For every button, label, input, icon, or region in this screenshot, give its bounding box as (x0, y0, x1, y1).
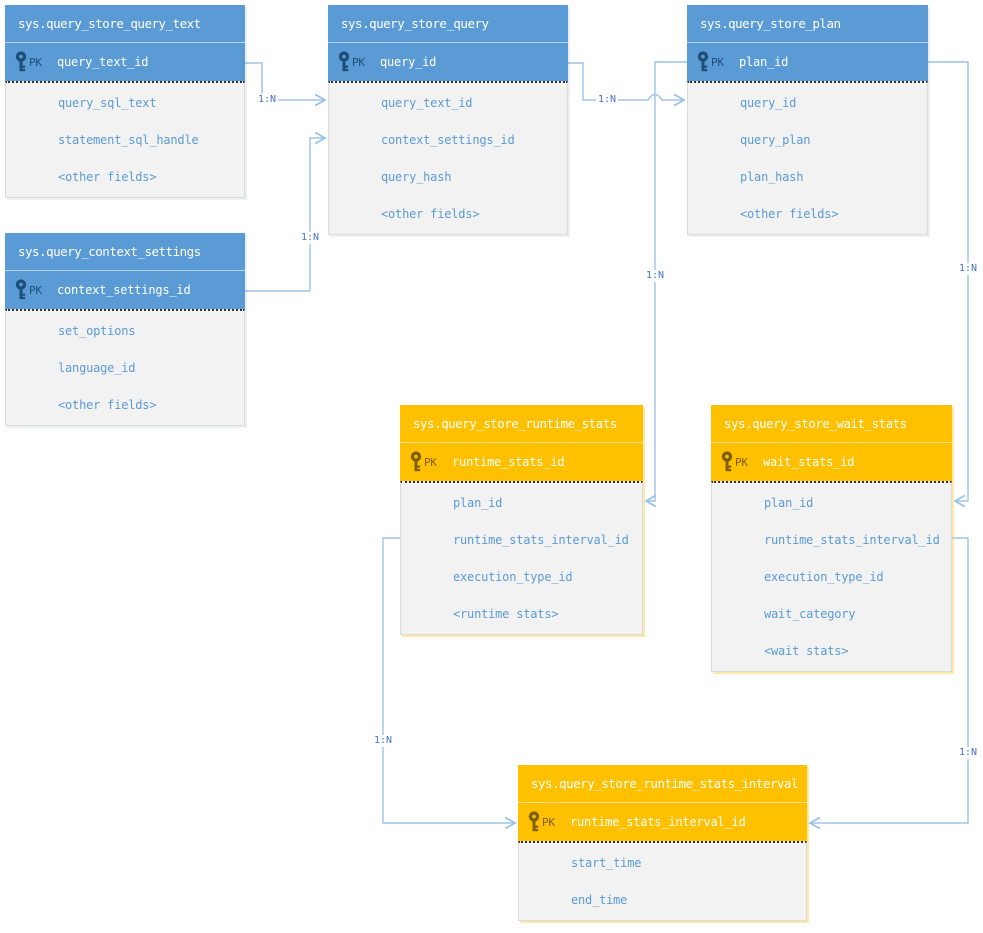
table-fields: query_text_id context_settings_id query_ha… (328, 81, 568, 235)
key-icon (527, 811, 541, 833)
key-icon (14, 279, 28, 301)
field-otherfields: <other fields> (381, 206, 480, 221)
field-runtime-stats-interval-id: runtime_stats_interval_id (764, 532, 940, 547)
pk-field-name: wait_stats_id (763, 455, 855, 469)
cardinality-label-5: 1:N (371, 735, 395, 747)
field-execution-type-id: execution_type_id (764, 569, 884, 584)
primary-key-row: PK context_settings_id (5, 271, 245, 309)
pk-field-name: query_text_id (57, 55, 149, 69)
table-fields: query_sql_text statement_sql_handle <other… (5, 81, 245, 198)
table-query-store-query: sys.query_store_query PK query_id query_… (328, 5, 568, 235)
pk-field-name: query_id (380, 55, 437, 69)
cardinality-label-4: 1:N (956, 263, 980, 275)
primary-key-row: PK runtime_stats_id (400, 443, 643, 481)
table-title: sys.query_context_settings (5, 233, 245, 271)
field-plan-hash: plan_hash (740, 169, 804, 184)
field-query-sql-text: query_sql_text (58, 95, 157, 110)
table-fields: query_id query_plan plan_hash <other fields… (687, 81, 928, 235)
table-title: sys.query_store_query (328, 5, 568, 43)
table-fields: set_options language_id <other fields> (5, 309, 245, 426)
field-wait-category: wait_category (764, 606, 856, 621)
field-otherfields: <other fields> (740, 206, 839, 221)
key-icon (14, 51, 28, 73)
table-fields: plan_id runtime_stats_interval_id executio… (711, 481, 952, 672)
table-fields: plan_id runtime_stats_interval_id executio… (400, 481, 643, 635)
field-query-id: query_id (740, 95, 797, 110)
field-start-time: start_time (571, 855, 642, 870)
field-runtimestats: <runtime stats> (453, 606, 559, 621)
key-icon (696, 51, 710, 73)
pk-field-name: runtime_stats_interval_id (570, 815, 746, 829)
table-query-store-plan: sys.query_store_plan PK plan_id query_id… (687, 5, 928, 235)
field-set-options: set_options (58, 323, 136, 338)
pk-label: PK (29, 283, 42, 297)
field-plan-id: plan_id (453, 495, 503, 510)
table-query-store-runtime-stats-interval: sys.query_store_runtime_stats_interval P… (518, 765, 807, 921)
table-query-context-settings: sys.query_context_settings PK context_se… (5, 233, 245, 426)
field-execution-type-id: execution_type_id (453, 569, 573, 584)
field-end-time: end_time (571, 892, 628, 907)
pk-label: PK (29, 55, 42, 69)
table-fields: start_time end_time (518, 841, 807, 921)
key-icon (337, 51, 351, 73)
table-title: sys.query_store_query_text (5, 5, 245, 43)
field-query-hash: query_hash (381, 169, 452, 184)
pk-field-name: plan_id (739, 55, 789, 69)
primary-key-row: PK wait_stats_id (711, 443, 952, 481)
field-otherfields: <other fields> (58, 397, 157, 412)
table-query-store-wait-stats: sys.query_store_wait_stats PK wait_stats… (711, 405, 952, 672)
table-title: sys.query_store_wait_stats (711, 405, 952, 443)
field-plan-id: plan_id (764, 495, 814, 510)
table-title: sys.query_store_runtime_stats (400, 405, 643, 443)
field-runtime-stats-interval-id: runtime_stats_interval_id (453, 532, 629, 547)
table-title: sys.query_store_plan (687, 5, 928, 43)
field-context-settings-id: context_settings_id (381, 132, 515, 147)
pk-label: PK (542, 815, 555, 829)
table-title: sys.query_store_runtime_stats_interval (518, 765, 807, 803)
primary-key-row: PK runtime_stats_interval_id (518, 803, 807, 841)
pk-label: PK (352, 55, 365, 69)
pk-label: PK (424, 455, 437, 469)
field-query-plan: query_plan (740, 132, 811, 147)
key-icon (720, 451, 734, 473)
cardinality-label-3: 1:N (643, 270, 667, 282)
field-waitstats: <wait stats> (764, 643, 849, 658)
primary-key-row: PK query_text_id (5, 43, 245, 81)
cardinality-label-1: 1:N (298, 232, 322, 244)
table-query-store-runtime-stats: sys.query_store_runtime_stats PK runtime… (400, 405, 643, 635)
pk-label: PK (711, 55, 724, 69)
cardinality-label-2: 1:N (595, 94, 619, 106)
primary-key-row: PK plan_id (687, 43, 928, 81)
pk-field-name: context_settings_id (57, 283, 191, 297)
cardinality-label-0: 1:N (255, 94, 279, 106)
key-icon (409, 451, 423, 473)
field-otherfields: <other fields> (58, 169, 157, 184)
field-statement-sql-handle: statement_sql_handle (58, 132, 199, 147)
field-query-text-id: query_text_id (381, 95, 473, 110)
pk-field-name: runtime_stats_id (452, 455, 565, 469)
connector-query_store_query.query_id-to-query_store_plan.query_id (568, 62, 686, 107)
cardinality-label-6: 1:N (956, 747, 980, 759)
field-language-id: language_id (58, 360, 136, 375)
table-query-store-query-text: sys.query_store_query_text PK query_text… (5, 5, 245, 198)
connector-query_context_settings.context_settings_id-to-query_store_query.context_settings_id (245, 131, 327, 292)
pk-label: PK (735, 455, 748, 469)
primary-key-row: PK query_id (328, 43, 568, 81)
